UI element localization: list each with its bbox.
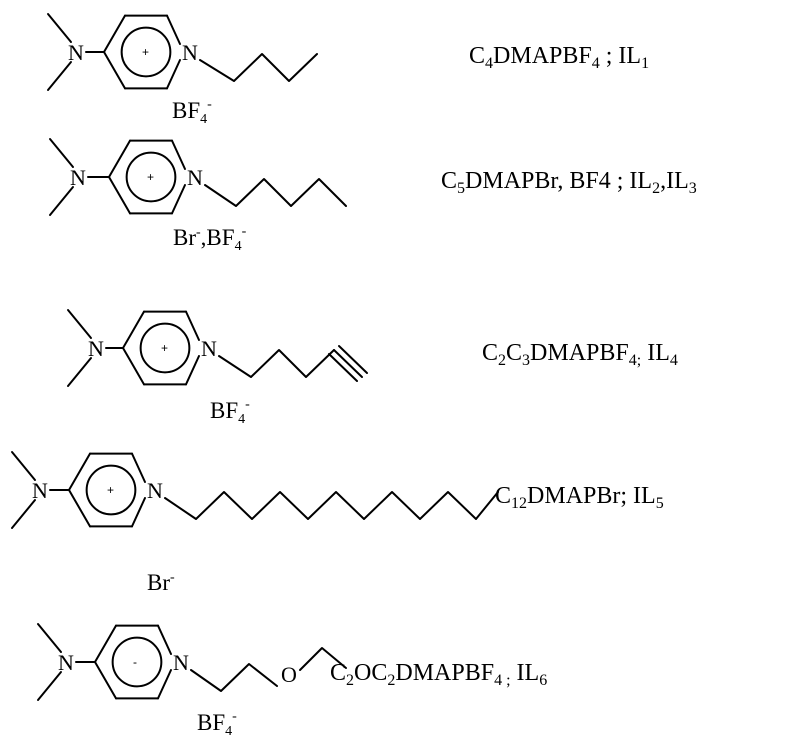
ring-bond: [68, 452, 91, 491]
ring-charge: +: [147, 170, 154, 184]
pyridinium-ring: [103, 14, 181, 90]
dimethylamino-nitrogen: N: [58, 650, 74, 675]
ring-nitrogen: N: [182, 40, 198, 65]
ring-bond: [131, 452, 146, 483]
ring-bond: [108, 139, 131, 178]
aromatic-circle: [111, 636, 163, 688]
compound-label: C4DMAPBF4 ; IL1: [469, 43, 649, 72]
ring-bond: [103, 14, 126, 53]
ring-nitrogen: N: [187, 165, 203, 190]
methyl-bond-upper: [11, 451, 36, 481]
ring-bond: [171, 139, 186, 170]
aromatic-circle: [125, 151, 177, 203]
ring-bond: [122, 310, 145, 349]
dimethylamino-nitrogen: N: [68, 40, 84, 65]
compound-label: C12DMAPBr; IL5: [495, 483, 664, 512]
counterion: BF4-: [172, 97, 212, 127]
methyl-bond-lower: [67, 357, 92, 387]
ring-bond: [94, 624, 117, 663]
methyl-bond-lower: [49, 186, 74, 216]
methyl-bond-upper: [49, 138, 74, 168]
compound-label: C2OC2DMAPBF4 ; IL6: [330, 660, 547, 689]
pyridinium-ring: [94, 624, 172, 700]
ring-charge: -: [133, 655, 137, 669]
aromatic-circle: [139, 322, 191, 374]
ring-charge: +: [107, 483, 114, 497]
ring-nitrogen: N: [147, 478, 163, 503]
structure-il-5: - N N O BF4- C2OC2DMAPBF4 ; IL6: [37, 623, 547, 739]
counterion: BF4-: [197, 709, 237, 739]
methyl-bond-lower: [11, 499, 36, 529]
aromatic-circle: [85, 464, 137, 516]
dimethylamino-nitrogen: N: [32, 478, 48, 503]
pyridinium-ring: [122, 310, 200, 386]
ring-bond: [103, 51, 126, 90]
pyridinium-ring: [68, 452, 146, 528]
ring-bond: [171, 184, 186, 215]
counterion: Br-: [147, 570, 175, 595]
ethyl-chain: [299, 647, 347, 671]
ring-bond: [157, 669, 172, 700]
counterion: BF4-: [210, 397, 250, 427]
structure-il-4: + N N Br- C12DMAPBr; IL5: [11, 451, 664, 595]
aromatic-circle: [120, 26, 172, 78]
dimethylamino-nitrogen: N: [88, 336, 104, 361]
triple-bond: [333, 349, 363, 378]
methyl-bond-upper: [37, 623, 62, 653]
ring-bond: [68, 489, 91, 528]
triple-bond: [338, 345, 368, 374]
alkyl-chain: [190, 663, 278, 692]
ring-charge: +: [142, 45, 149, 59]
ring-bond: [185, 355, 200, 386]
ring-bond: [131, 497, 146, 528]
alkyl-chain: [204, 178, 347, 207]
triple-bond: [328, 353, 358, 382]
ring-bond: [94, 661, 117, 700]
ring-nitrogen: N: [173, 650, 189, 675]
ring-bond: [166, 14, 181, 45]
compound-label: C2C3DMAPBF4; IL4: [482, 340, 678, 369]
methyl-bond-lower: [47, 61, 72, 91]
methyl-bond-upper: [47, 13, 72, 43]
alkyl-chain: [164, 491, 499, 520]
alkyl-chain: [199, 53, 318, 82]
ring-bond: [166, 59, 181, 90]
counterion: Br-,BF4-: [173, 224, 247, 254]
ether-oxygen: O: [281, 662, 297, 687]
ring-charge: +: [161, 341, 168, 355]
alkyl-chain: [218, 349, 335, 378]
ring-bond: [122, 347, 145, 386]
methyl-bond-lower: [37, 671, 62, 701]
ring-bond: [108, 176, 131, 215]
structure-il-3: + N N BF4- C2C3DMAPBF4; IL4: [67, 309, 678, 427]
pyridinium-ring: [108, 139, 186, 215]
compound-label: C5DMAPBr, BF4 ; IL2,IL3: [441, 168, 697, 197]
structure-il-2: + N N Br-,BF4- C5DMAPBr, BF4 ; IL2,IL3: [49, 138, 697, 254]
ring-bond: [185, 310, 200, 341]
ring-bond: [157, 624, 172, 655]
dimethylamino-nitrogen: N: [70, 165, 86, 190]
ring-nitrogen: N: [201, 336, 217, 361]
methyl-bond-upper: [67, 309, 92, 339]
structure-il-1: + N N BF4- C4DMAPBF4 ; IL1: [47, 13, 649, 127]
